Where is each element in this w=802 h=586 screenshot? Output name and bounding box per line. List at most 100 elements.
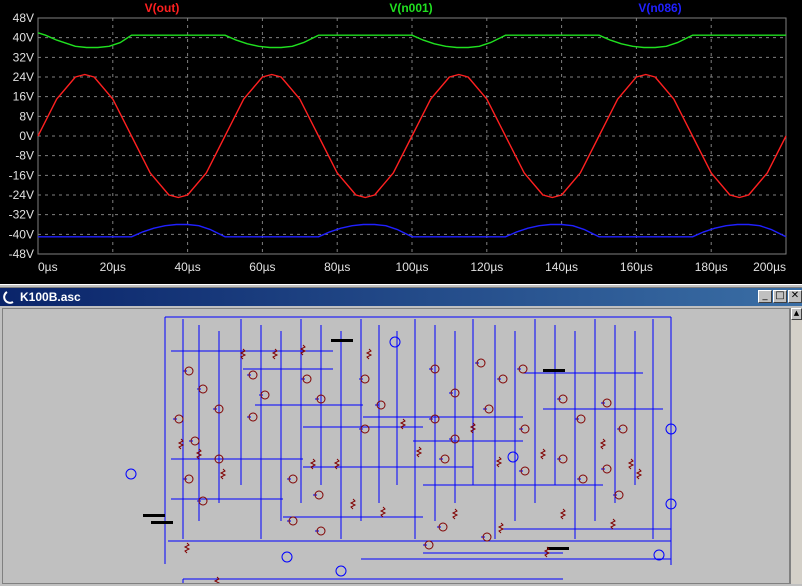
transistor-symbol	[302, 374, 312, 384]
transistor-symbol	[438, 522, 448, 532]
scroll-up-button[interactable]: ▲	[791, 308, 802, 320]
resistor-symbol	[497, 522, 505, 534]
y-tick-label: -48V	[9, 247, 34, 261]
pane-splitter[interactable]	[0, 284, 802, 288]
resistor-symbol	[379, 506, 387, 518]
voltage-source-symbol	[665, 498, 677, 510]
net-label-mark	[143, 514, 165, 517]
voltage-source-symbol	[507, 451, 519, 463]
resistor-symbol	[539, 448, 547, 460]
net-label-mark	[547, 547, 569, 550]
transistor-symbol	[484, 404, 494, 414]
transistor-symbol	[214, 404, 224, 414]
resistor-symbol	[213, 576, 221, 583]
resistor-symbol	[299, 344, 307, 356]
voltage-source-symbol	[125, 468, 137, 480]
x-tick-label: 20µs	[100, 260, 126, 274]
x-tick-label: 40µs	[174, 260, 200, 274]
transistor-symbol	[424, 540, 434, 550]
trace-label[interactable]: V(n086)	[638, 1, 681, 15]
transistor-symbol	[360, 374, 370, 384]
transistor-symbol	[576, 414, 586, 424]
y-tick-label: -40V	[9, 227, 34, 241]
resistor-symbol	[415, 446, 423, 458]
transistor-symbol	[288, 516, 298, 526]
resistor-symbol	[599, 438, 607, 450]
y-tick-label: 0V	[19, 129, 34, 143]
trace-line-vn001[interactable]	[37, 32, 786, 49]
x-tick-label: 80µs	[324, 260, 350, 274]
voltage-source-symbol	[665, 423, 677, 435]
transistor-symbol	[602, 464, 612, 474]
transistor-symbol	[248, 412, 258, 422]
resistor-symbol	[195, 448, 203, 460]
resistor-symbol	[495, 456, 503, 468]
trace-line-vn086[interactable]	[38, 223, 787, 238]
close-button[interactable]: ✕	[788, 290, 802, 303]
trace-label[interactable]: V(n001)	[389, 1, 432, 15]
resistor-symbol	[183, 542, 191, 554]
transistor-symbol	[316, 526, 326, 536]
transistor-symbol	[260, 390, 270, 400]
y-tick-label: 8V	[19, 109, 34, 123]
resistor-symbol	[559, 508, 567, 520]
resistor-symbol	[239, 348, 247, 360]
transistor-symbol	[614, 490, 624, 500]
x-tick-label: 180µs	[695, 260, 728, 274]
transistor-symbol	[520, 466, 530, 476]
transistor-symbol	[450, 434, 460, 444]
trace-line-vout[interactable]	[37, 73, 787, 199]
trace-label[interactable]: V(out)	[145, 1, 180, 15]
transistor-symbol	[618, 424, 628, 434]
resistor-symbol	[177, 438, 185, 450]
transistor-symbol	[558, 454, 568, 464]
voltage-source-symbol	[389, 336, 401, 348]
schematic-drawing[interactable]	[3, 309, 790, 584]
transistor-symbol	[360, 424, 370, 434]
transistor-symbol	[450, 388, 460, 398]
transistor-symbol	[198, 496, 208, 506]
transistor-symbol	[498, 374, 508, 384]
transistor-symbol	[482, 532, 492, 542]
x-tick-label: 60µs	[249, 260, 275, 274]
net-label-mark	[151, 521, 173, 524]
resistor-symbol	[627, 458, 635, 470]
schematic-canvas[interactable]	[2, 308, 790, 584]
y-tick-label: 24V	[13, 70, 34, 84]
resistor-symbol	[543, 546, 551, 558]
transistor-symbol	[376, 400, 386, 410]
transistor-symbol	[476, 358, 486, 368]
y-tick-label: -32V	[9, 208, 34, 222]
resistor-symbol	[365, 348, 373, 360]
transistor-symbol	[518, 364, 528, 374]
transistor-symbol	[602, 398, 612, 408]
transistor-symbol	[174, 414, 184, 424]
schematic-title-bar[interactable]: K100B.asc _ □ ✕	[0, 288, 802, 306]
x-tick-label: 160µs	[620, 260, 653, 274]
vertical-scrollbar[interactable]: ▲	[790, 308, 802, 584]
minimize-button[interactable]: _	[758, 290, 772, 303]
resistor-symbol	[309, 458, 317, 470]
schematic-window-title: K100B.asc	[20, 290, 81, 304]
transistor-symbol	[578, 474, 588, 484]
transistor-symbol	[288, 474, 298, 484]
schematic-app-icon	[3, 291, 14, 304]
x-tick-label: 140µs	[545, 260, 578, 274]
transistor-symbol	[430, 414, 440, 424]
resistor-symbol	[219, 468, 227, 480]
schematic-window[interactable]: K100B.asc _ □ ✕ ▲	[0, 288, 802, 586]
y-tick-label: 16V	[13, 90, 34, 104]
x-tick-label: 100µs	[396, 260, 429, 274]
transistor-symbol	[316, 394, 326, 404]
maximize-button[interactable]: □	[773, 290, 787, 303]
y-tick-label: 32V	[13, 50, 34, 64]
x-tick-label: 0µs	[38, 260, 58, 274]
y-tick-label: 40V	[13, 31, 34, 45]
waveform-plot[interactable]: 48V40V32V24V16V8V0V-8V-16V-24V-32V-40V-4…	[0, 0, 802, 284]
y-tick-label: 48V	[13, 11, 34, 25]
resistor-symbol	[399, 418, 407, 430]
transistor-symbol	[440, 454, 450, 464]
transistor-symbol	[314, 490, 324, 500]
transistor-symbol	[184, 474, 194, 484]
